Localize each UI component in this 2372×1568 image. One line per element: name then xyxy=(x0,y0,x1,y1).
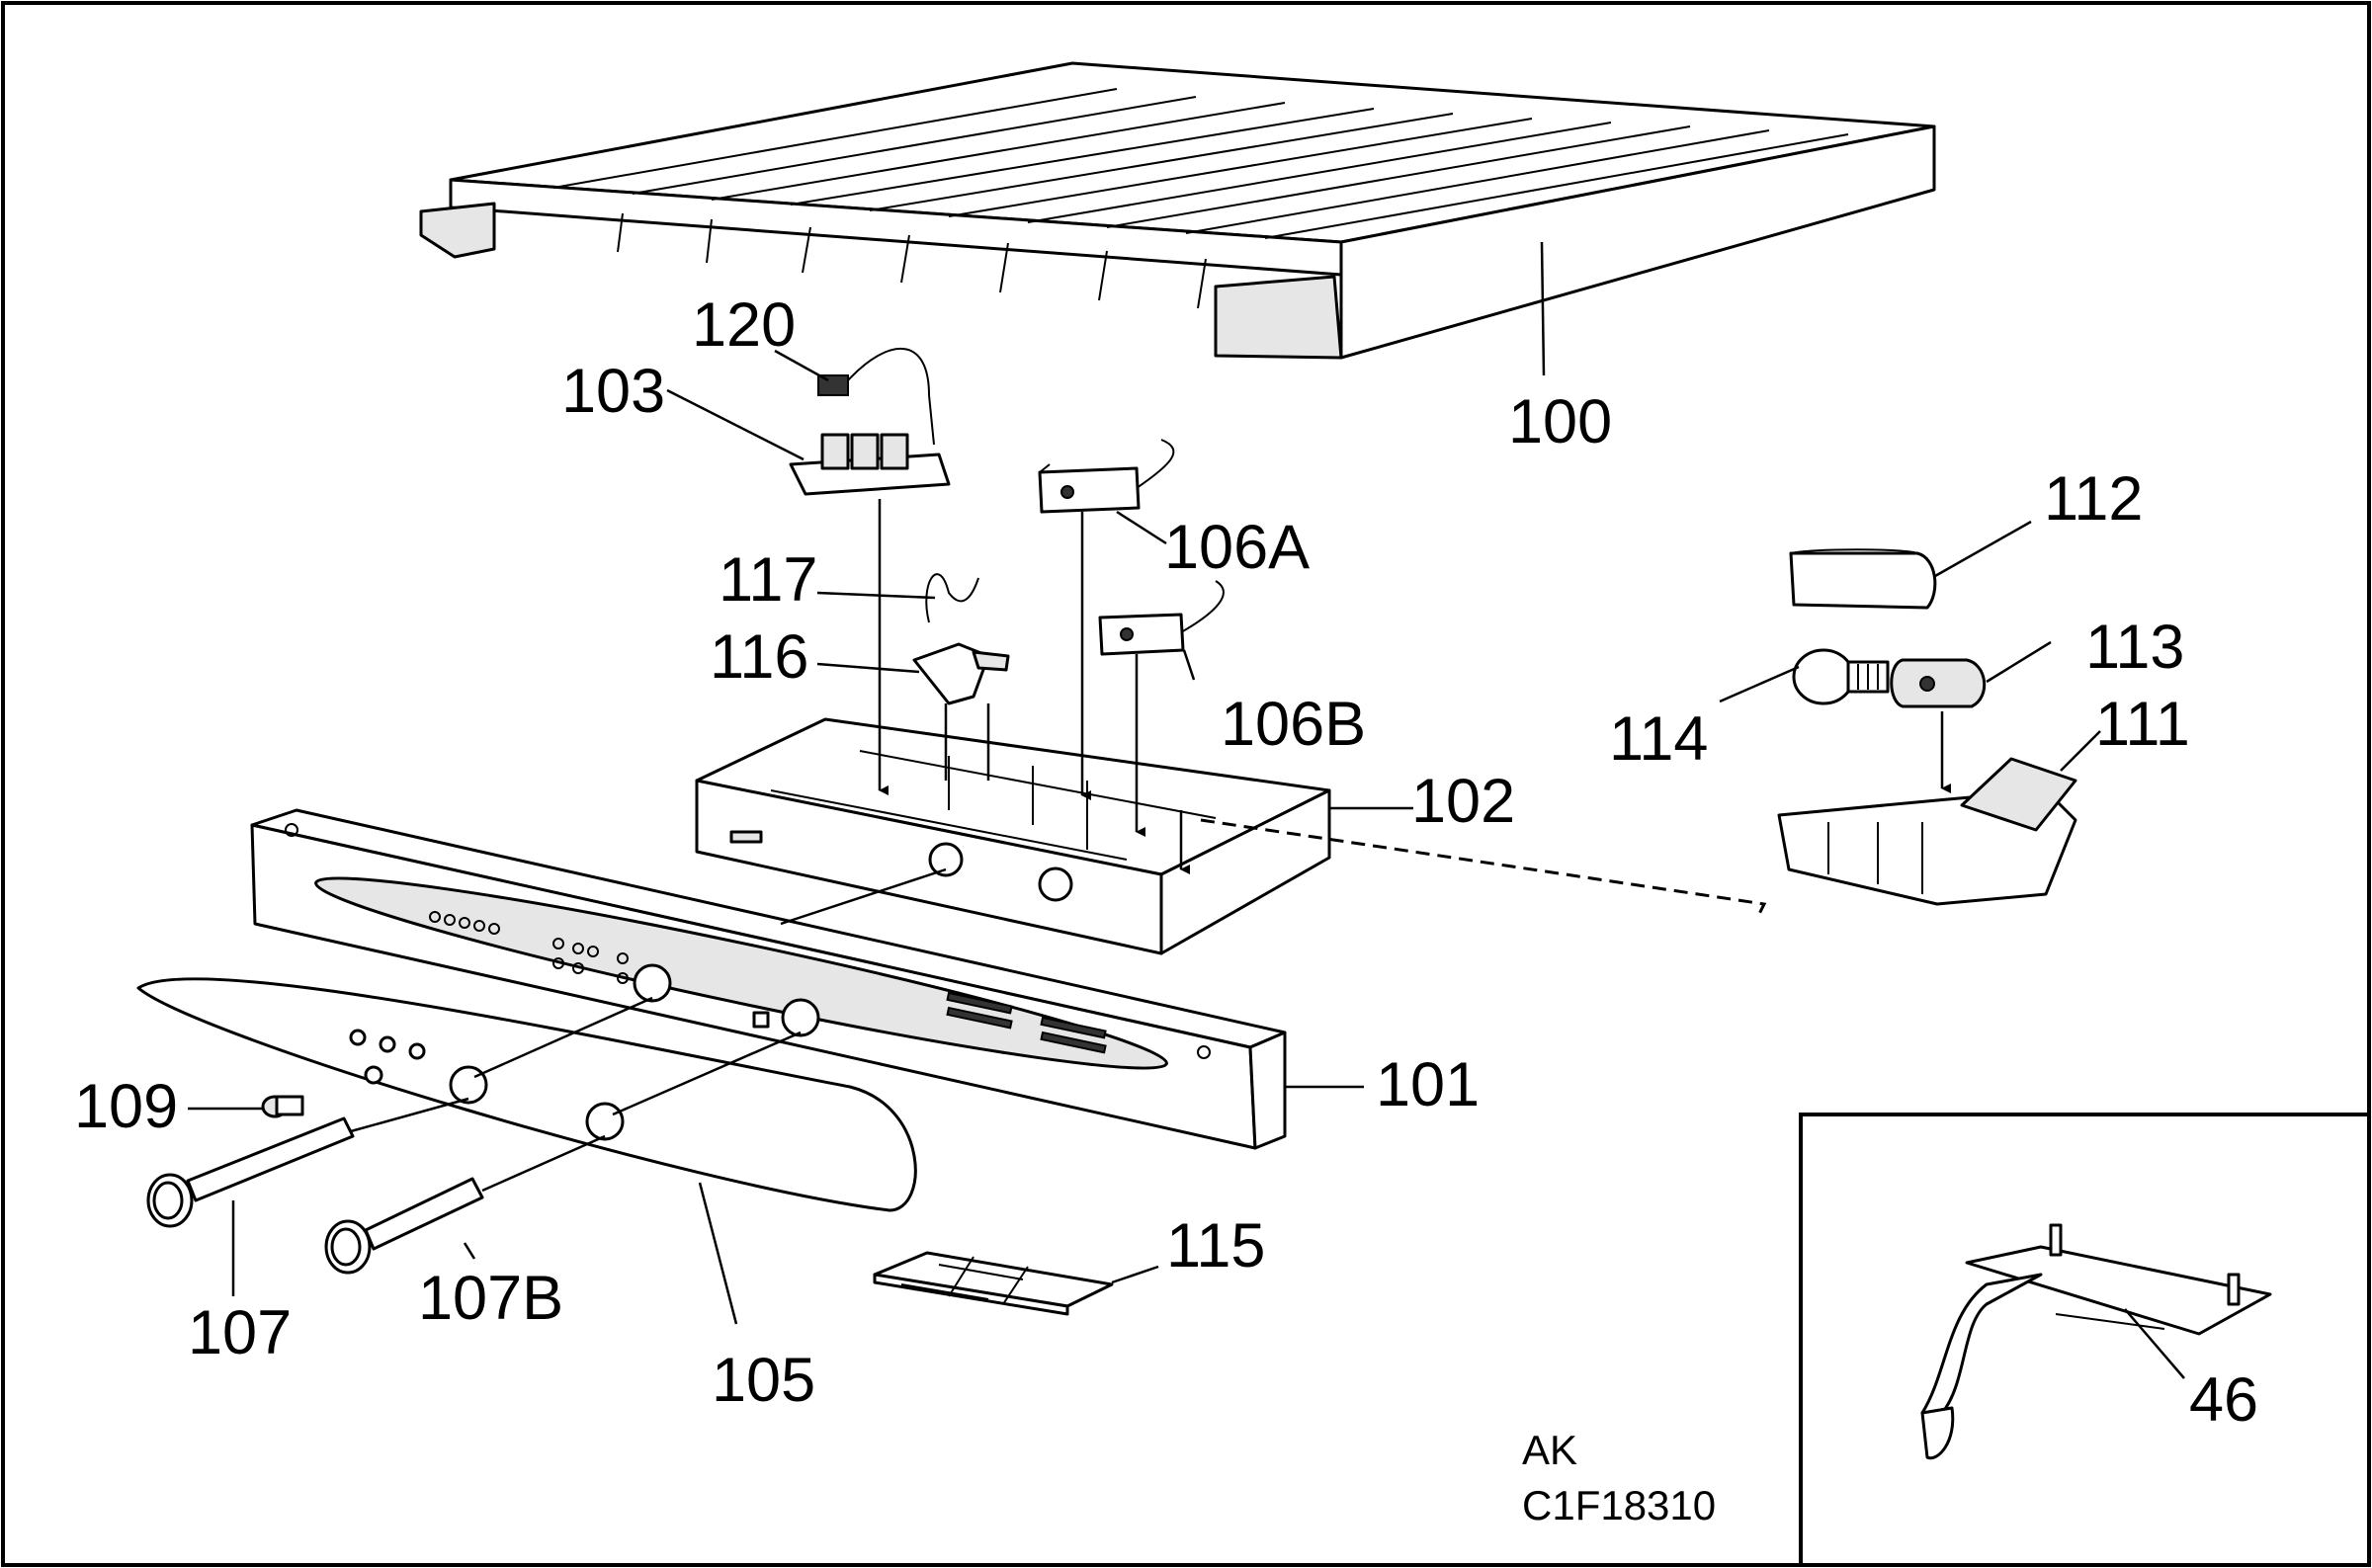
part-46-bracket xyxy=(1920,1223,2272,1460)
label-115: 115 xyxy=(1166,1211,1265,1280)
part-113-socket xyxy=(1890,658,1987,708)
label-102: 102 xyxy=(1411,767,1515,836)
part-107b-shaft xyxy=(324,1177,484,1275)
label-105: 105 xyxy=(712,1346,815,1415)
part-103-holder xyxy=(789,433,951,496)
label-116: 116 xyxy=(710,622,808,692)
label-114: 114 xyxy=(1609,704,1708,774)
label-46: 46 xyxy=(2189,1365,2258,1435)
part-116-bracket xyxy=(912,642,1010,705)
part-109-cap xyxy=(261,1095,304,1118)
label-106a: 106A xyxy=(1164,513,1310,582)
label-107b: 107B xyxy=(418,1264,563,1333)
part-120-connector xyxy=(817,347,935,446)
drawing-code-line-1: AK xyxy=(1522,1427,1577,1473)
part-112-cap xyxy=(1789,548,1937,610)
part-107-shaft xyxy=(146,1116,355,1228)
label-109: 109 xyxy=(74,1072,178,1141)
part-106b-switch xyxy=(1098,580,1225,656)
label-100: 100 xyxy=(1508,387,1612,456)
part-114-bulb xyxy=(1792,648,1890,705)
part-101-panel xyxy=(250,808,1287,1150)
leader-lines xyxy=(188,241,2185,1379)
label-120: 120 xyxy=(692,290,796,360)
detail-inset-frame xyxy=(1799,1113,2369,1565)
label-101: 101 xyxy=(1376,1050,1480,1119)
part-115-filter xyxy=(873,1251,1114,1316)
label-117: 117 xyxy=(719,545,817,615)
label-103: 103 xyxy=(561,357,665,426)
label-106b: 106B xyxy=(1221,690,1366,759)
drawing-code-line-2: C1F18310 xyxy=(1522,1482,1716,1528)
part-117-clip xyxy=(925,573,979,623)
label-113: 113 xyxy=(2085,613,2184,682)
label-112: 112 xyxy=(2044,464,2143,534)
part-100-shelf xyxy=(419,61,1936,360)
part-106a-switch xyxy=(1038,439,1175,514)
label-111: 111 xyxy=(2095,690,2190,759)
label-107: 107 xyxy=(188,1298,292,1367)
part-102-housing xyxy=(695,717,1331,955)
part-111-housing xyxy=(1777,757,2077,906)
assembly-arrows xyxy=(350,499,1951,1193)
